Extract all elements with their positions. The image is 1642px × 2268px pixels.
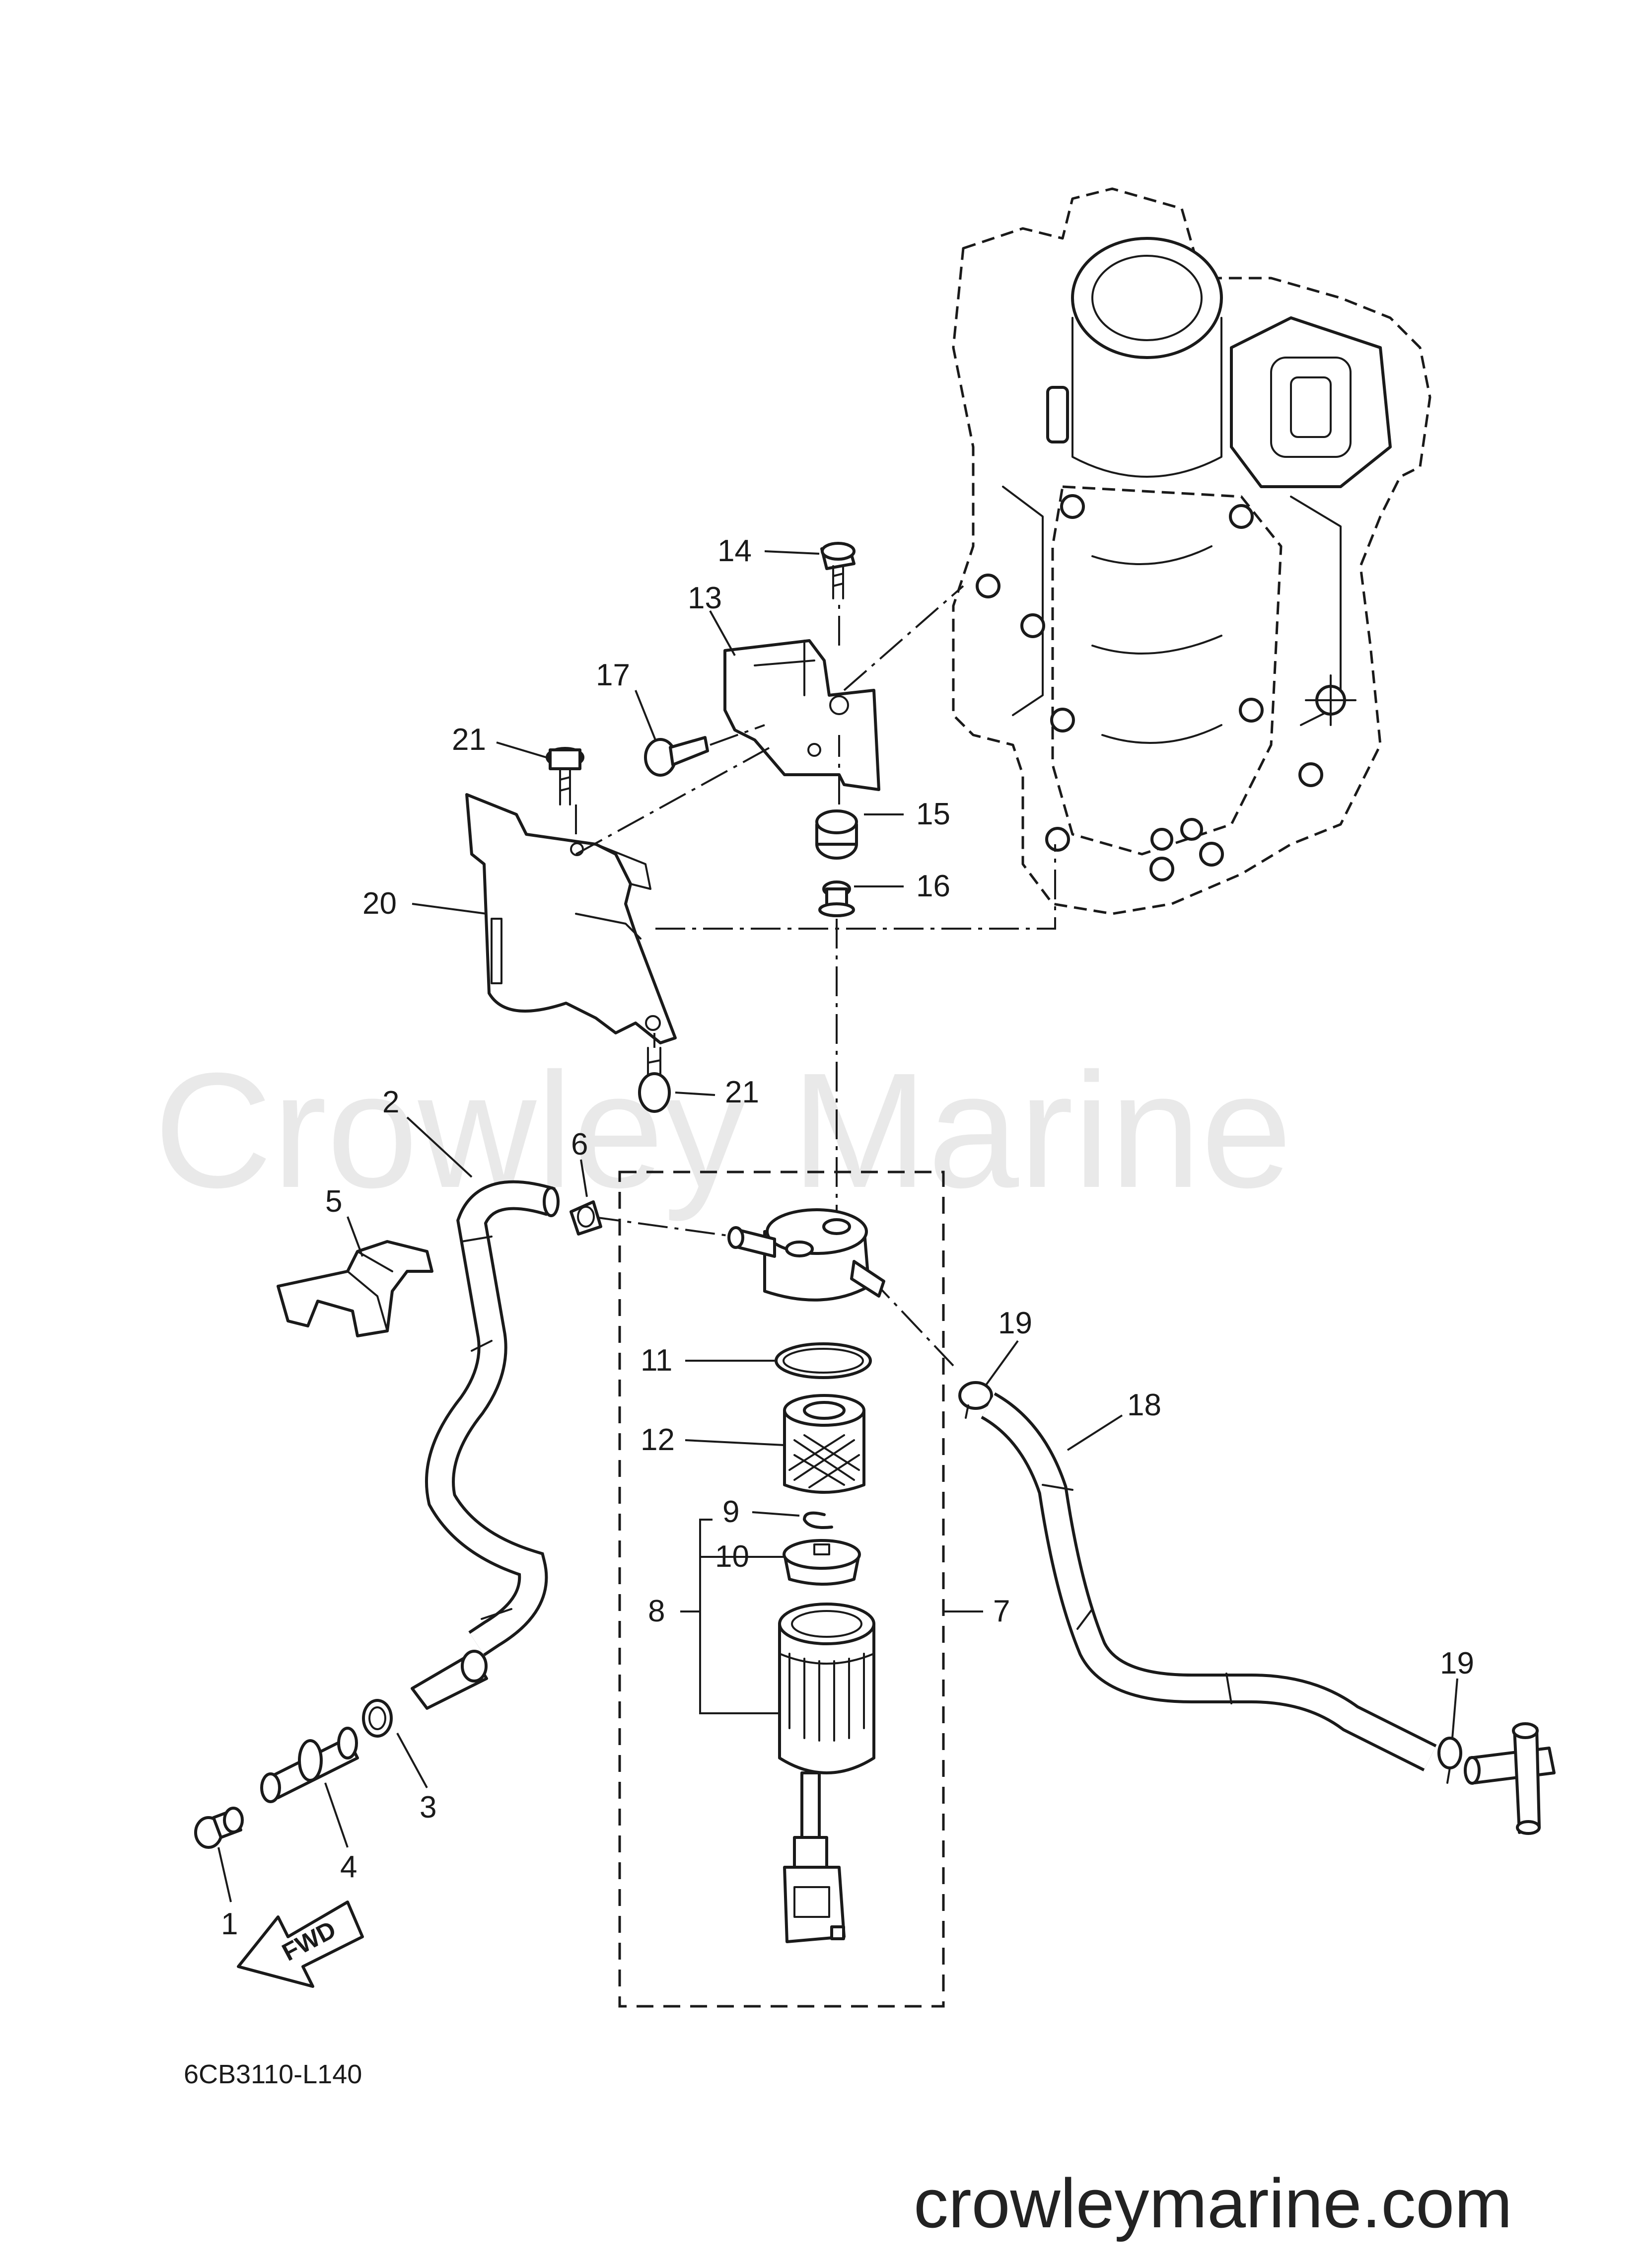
part-13-bracket <box>723 639 880 791</box>
callout-4: 4 <box>340 1850 357 1884</box>
callout-7: 7 <box>993 1594 1010 1628</box>
website-footer: crowleymarine.com <box>914 2164 1512 2242</box>
callout-15: 15 <box>916 797 950 831</box>
engine-block-outline <box>952 187 1431 915</box>
part-5-holder <box>277 1240 433 1337</box>
callout-18: 18 <box>1127 1388 1161 1422</box>
alignment-lines <box>575 585 1056 1367</box>
callout-16: 16 <box>916 869 950 903</box>
part-3-clamp <box>362 1650 488 1738</box>
callout-19-upper: 19 <box>998 1306 1032 1340</box>
part-2-hose <box>425 1180 560 1656</box>
part-8-filter-cup <box>778 1603 875 1943</box>
part-1-plug <box>194 1807 244 1849</box>
callout-19-lower: 19 <box>1440 1646 1474 1681</box>
callout-2: 2 <box>382 1085 399 1119</box>
callout-17: 17 <box>596 658 630 692</box>
callout-1: 1 <box>221 1907 238 1941</box>
t-joint <box>1464 1722 1556 1835</box>
part-6-clip <box>570 1200 602 1236</box>
leader-lines <box>217 550 1458 1902</box>
callout-13: 13 <box>688 581 722 615</box>
callout-8: 8 <box>648 1594 665 1628</box>
part-19-clip-upper <box>958 1381 993 1419</box>
part-21-bolt-upper <box>546 747 584 805</box>
assembly-7-box <box>618 1171 945 2008</box>
part-15-grommet <box>815 809 858 860</box>
callout-3: 3 <box>420 1790 436 1825</box>
callout-10: 10 <box>715 1539 749 1574</box>
callout-9: 9 <box>722 1495 739 1529</box>
watermark: Crowley Marine <box>154 1038 1292 1223</box>
callout-6: 6 <box>571 1127 588 1162</box>
part-4-fitting <box>260 1727 359 1803</box>
part-12-filter-element <box>783 1394 865 1494</box>
callout-20: 20 <box>362 886 397 921</box>
part-9-ring <box>803 1511 833 1529</box>
filter-head <box>727 1208 885 1302</box>
part-20-cover <box>465 793 677 1044</box>
part-10-float <box>783 1539 861 1586</box>
callout-12: 12 <box>641 1423 675 1457</box>
part-18-hose <box>980 1392 1437 1771</box>
part-17-bolt <box>644 736 709 777</box>
callout-11: 11 <box>641 1343 672 1378</box>
part-11-o-ring <box>775 1342 872 1379</box>
part-21-bolt-lower <box>638 1047 671 1113</box>
callout-14: 14 <box>717 534 752 568</box>
part-16-collar <box>818 880 855 917</box>
part-14-bolt <box>820 542 856 599</box>
callout-21-upper: 21 <box>452 723 486 757</box>
diagram-code: 6CB3110-L140 <box>184 2059 362 2089</box>
part-19-clip-lower <box>1437 1737 1462 1784</box>
fwd-arrow-icon: FWD <box>237 1901 364 1988</box>
callout-labels: 14 13 17 21 15 16 20 21 6 2 5 11 12 9 10… <box>221 534 1474 1941</box>
callout-21-lower: 21 <box>725 1075 759 1109</box>
callout-5: 5 <box>325 1184 342 1219</box>
